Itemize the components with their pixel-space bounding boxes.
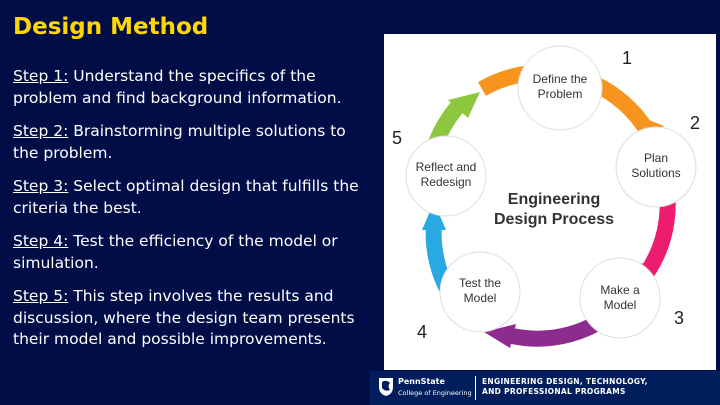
node-2-line1: Plan xyxy=(644,151,668,165)
step-text: Brainstorming multiple solutions to the … xyxy=(13,122,346,162)
step-label: Step 4: xyxy=(13,232,69,250)
number-1: 1 xyxy=(622,48,632,68)
brand-name: PennState xyxy=(398,377,445,386)
node-reflect-redesign xyxy=(405,135,487,217)
program-name: ENGINEERING DESIGN, TECHNOLOGY, AND PROF… xyxy=(482,377,648,397)
step-text: This step involves the results and discu… xyxy=(13,287,355,348)
arrow-green xyxy=(448,92,480,118)
node-test-model xyxy=(439,251,521,333)
program-line-2: AND PROFESSIONAL PROGRAMS xyxy=(482,387,626,396)
number-2: 2 xyxy=(690,113,700,133)
node-3-line1: Make a xyxy=(600,283,640,297)
number-3: 3 xyxy=(674,308,684,328)
node-4-line2: Model xyxy=(464,291,497,305)
node-5-line2: Redesign xyxy=(421,175,472,189)
footer-bar: PennState College of Engineering ENGINEE… xyxy=(370,371,720,405)
step-2: Step 2: Brainstorming multiple solutions… xyxy=(13,121,373,164)
node-define-problem xyxy=(517,45,603,131)
node-1-line1: Define the xyxy=(533,72,588,86)
design-process-diagram: Define the Problem Plan Solutions Make a… xyxy=(384,34,716,370)
node-5-line1: Reflect and xyxy=(416,160,477,174)
node-plan-solutions xyxy=(615,126,697,208)
step-4: Step 4: Test the efficiency of the model… xyxy=(13,231,373,274)
center-title-line2: Design Process xyxy=(494,211,614,228)
step-text: Understand the specifics of the problem … xyxy=(13,67,342,107)
arrow-blue xyxy=(422,202,446,230)
step-3: Step 3: Select optimal design that fulfi… xyxy=(13,176,373,219)
step-5: Step 5: This step involves the results a… xyxy=(13,286,373,351)
cycle-diagram: Define the Problem Plan Solutions Make a… xyxy=(392,45,700,348)
node-3-line2: Model xyxy=(604,298,637,312)
slide-title: Design Method xyxy=(13,14,209,40)
program-line-1: ENGINEERING DESIGN, TECHNOLOGY, xyxy=(482,377,648,386)
step-1: Step 1: Understand the specifics of the … xyxy=(13,66,373,109)
college-name: College of Engineering xyxy=(398,389,472,397)
penn-state-shield-icon xyxy=(379,378,393,396)
node-make-model xyxy=(579,257,661,339)
step-label: Step 2: xyxy=(13,122,69,140)
center-title-line1: Engineering xyxy=(508,191,600,208)
footer-divider xyxy=(475,376,476,400)
step-text: Select optimal design that fulfills the … xyxy=(13,177,359,217)
node-4-line1: Test the xyxy=(459,276,501,290)
step-label: Step 5: xyxy=(13,287,69,305)
step-label: Step 3: xyxy=(13,177,69,195)
node-2-line2: Solutions xyxy=(631,166,680,180)
number-5: 5 xyxy=(392,128,402,148)
step-label: Step 1: xyxy=(13,67,69,85)
steps-list: Step 1: Understand the specifics of the … xyxy=(13,66,373,363)
step-text: Test the efficiency of the model or simu… xyxy=(13,232,338,272)
node-1-line2: Problem xyxy=(538,87,583,101)
number-4: 4 xyxy=(417,322,427,342)
